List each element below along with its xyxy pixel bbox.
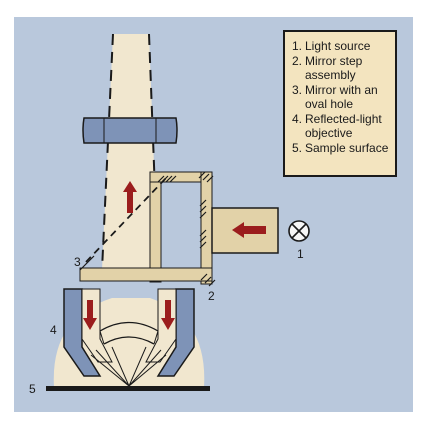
upward-arrow-icon bbox=[123, 181, 137, 213]
mirror-step-assembly bbox=[79, 171, 213, 285]
sample-surface bbox=[46, 386, 210, 391]
legend-item-number: 1. bbox=[292, 39, 303, 53]
legend-item-number: 5. bbox=[292, 140, 303, 155]
light-source-icon bbox=[288, 220, 310, 242]
upper-lens bbox=[82, 117, 178, 144]
legend-item-text: Sample surface bbox=[305, 140, 389, 155]
legend-item-text: Light source bbox=[305, 39, 371, 53]
legend-item: 4.Reflected-light objective bbox=[292, 112, 389, 141]
beam-edge-right bbox=[148, 33, 159, 271]
legend-item-number: 2. bbox=[292, 53, 303, 68]
legend-list: 1.Light source 2.Mirror step assembly 3.… bbox=[292, 39, 389, 155]
legend-item-text: Mirror step assembly bbox=[305, 53, 363, 83]
callout-3: 3 bbox=[74, 255, 81, 269]
beam-edge-left bbox=[101, 33, 114, 271]
legend-item-text: Reflected-light objective bbox=[305, 111, 382, 141]
light-beam bbox=[102, 34, 158, 270]
legend-item: 3.Mirror with an oval hole bbox=[292, 83, 389, 112]
legend-item-text: Mirror with an oval hole bbox=[305, 82, 378, 112]
legend-item: 5.Sample surface bbox=[292, 141, 389, 156]
light-input-housing bbox=[211, 207, 279, 254]
reflected-light-objective bbox=[63, 288, 195, 387]
legend-item-number: 4. bbox=[292, 111, 303, 126]
left-arrow-icon bbox=[232, 222, 266, 238]
legend-box: 1.Light source 2.Mirror step assembly 3.… bbox=[283, 30, 397, 177]
down-arrow-right-icon bbox=[161, 300, 175, 330]
down-arrow-left-icon bbox=[83, 300, 97, 330]
callout-2: 2 bbox=[208, 289, 215, 303]
callout-1: 1 bbox=[297, 247, 304, 261]
callout-5: 5 bbox=[29, 382, 36, 396]
legend-item-number: 3. bbox=[292, 82, 303, 97]
legend-item: 1.Light source bbox=[292, 39, 389, 54]
reflection-path bbox=[85, 176, 168, 263]
mirror-hatch-marks bbox=[79, 171, 216, 287]
legend-item: 2.Mirror step assembly bbox=[292, 54, 389, 83]
callout-4: 4 bbox=[50, 323, 57, 337]
